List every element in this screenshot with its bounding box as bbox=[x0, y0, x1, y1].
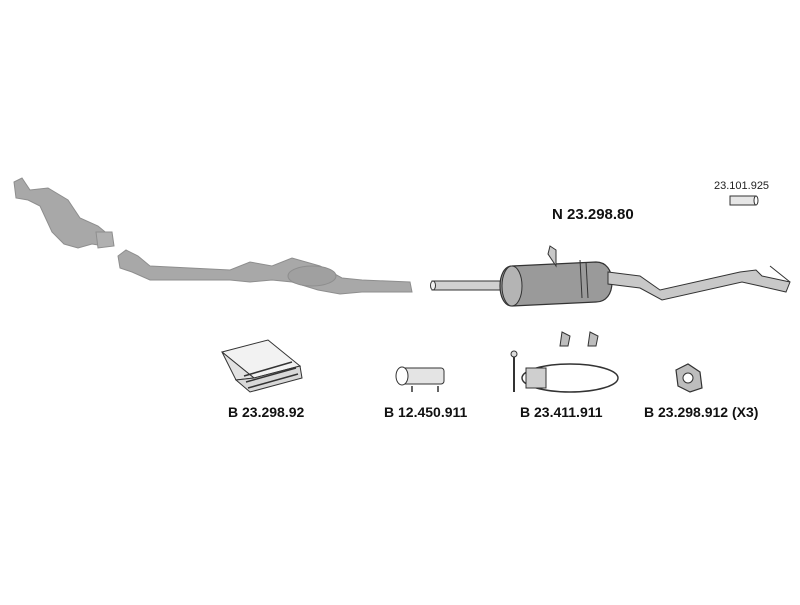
mounting-kit-box bbox=[220, 339, 303, 393]
main-part-code: N 23.298.80 bbox=[552, 206, 634, 223]
downpipe-shape bbox=[13, 177, 111, 249]
pipe-clamp bbox=[395, 366, 445, 392]
front-exhaust-section-grey bbox=[13, 177, 413, 295]
clamp-and-rubber-ring-set bbox=[510, 331, 619, 393]
tail-pipe bbox=[607, 269, 791, 301]
rear-silencer-assembly bbox=[430, 245, 791, 307]
accessory-code-3: B 23.411.911 bbox=[520, 404, 603, 420]
inlet-pipe bbox=[431, 280, 507, 291]
small-part-code: 23.101.925 bbox=[714, 180, 770, 192]
front-pipe-shape bbox=[117, 249, 413, 295]
muffler-body bbox=[499, 261, 613, 307]
small-part-sleeve bbox=[729, 195, 759, 206]
rubber-mount bbox=[675, 363, 703, 393]
accessory-code-1: B 23.298.92 bbox=[228, 404, 305, 420]
accessory-code-4: B 23.298.912 (X3) bbox=[644, 404, 759, 420]
accessory-code-2: B 12.450.911 bbox=[384, 404, 468, 420]
